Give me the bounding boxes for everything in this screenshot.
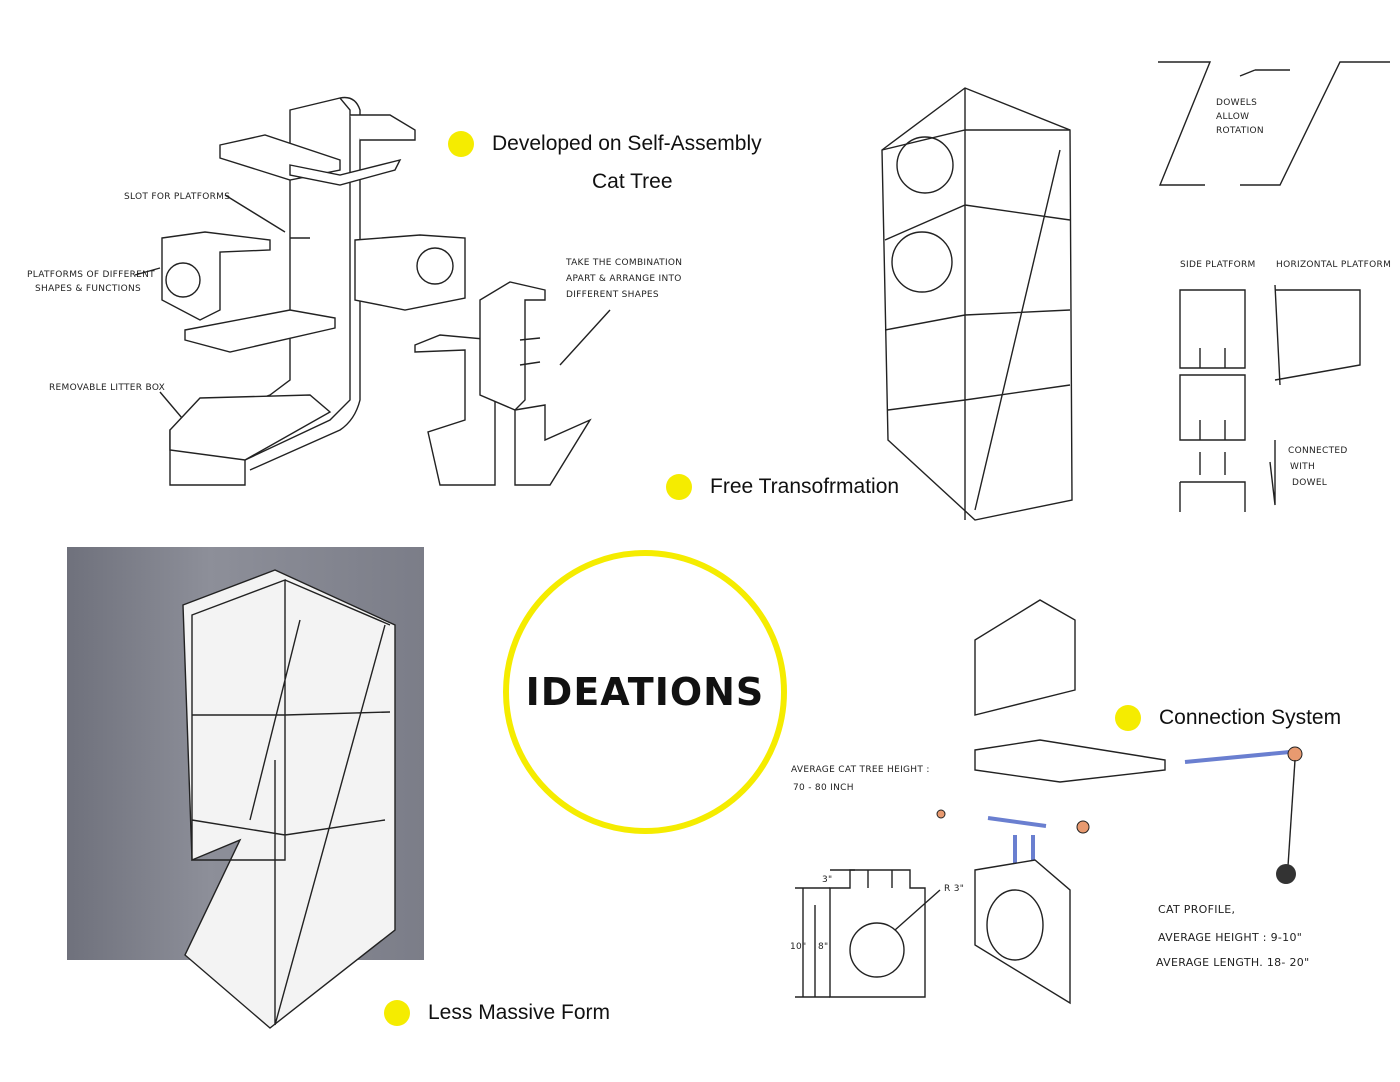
note-platforms-1: Platforms of different xyxy=(27,270,155,280)
dim-10: 10" xyxy=(790,942,807,952)
note-avg-tree-2: 70 - 80 inch xyxy=(793,783,854,793)
note-platforms-2: shapes & functions xyxy=(35,284,142,294)
label-free-transformation: Free Transofrmation xyxy=(666,474,899,500)
dim-3: 3" xyxy=(822,875,833,885)
label-text: Free Transofrmation xyxy=(710,475,900,498)
note-dowels-1: Dowels xyxy=(1216,98,1258,108)
tower-sketch xyxy=(881,61,1390,521)
note-avg-length: Average length. 18- 20" xyxy=(1156,956,1310,969)
note-connected-1: Connected xyxy=(1288,446,1348,456)
label-self-assembly: Developed on Self-Assembly xyxy=(448,131,762,157)
ideations-title: IDEATIONS xyxy=(525,670,765,714)
dim-8: 8" xyxy=(818,942,829,952)
ideations-badge: IDEATIONS xyxy=(503,550,787,834)
note-combo-3: different shapes xyxy=(566,290,659,300)
bullet-dot xyxy=(384,1000,410,1026)
note-horizontal-platform: Horizontal platform xyxy=(1276,260,1392,270)
bullet-dot xyxy=(448,131,474,157)
note-side-platform: Side platform xyxy=(1180,260,1256,270)
label-connection-system: Connection System xyxy=(1115,705,1341,731)
dim-r3: R 3" xyxy=(944,884,965,894)
bullet-dot xyxy=(1115,705,1141,731)
cat-tree-sketch xyxy=(134,96,611,486)
note-combo-2: apart & arrange into xyxy=(566,274,682,284)
note-slot: Slot for platforms xyxy=(124,192,231,202)
note-avg-tree-1: Average cat tree height : xyxy=(791,765,930,775)
label-text: Developed on Self-Assembly xyxy=(492,132,762,155)
note-dowels-2: allow xyxy=(1216,112,1250,122)
note-litter: Removable litter box xyxy=(49,383,166,393)
label-cat-tree: Cat Tree xyxy=(592,170,673,193)
note-avg-height: Average height : 9-10" xyxy=(1158,931,1303,944)
label-text: Less Massive Form xyxy=(428,1001,611,1024)
note-dowels-3: rotation xyxy=(1216,126,1264,136)
note-connected-3: dowel xyxy=(1292,478,1328,488)
bullet-dot xyxy=(666,474,692,500)
label-less-massive-form: Less Massive Form xyxy=(384,1000,610,1026)
label-text: Connection System xyxy=(1159,706,1342,729)
note-connected-2: with xyxy=(1290,462,1316,472)
less-massive-sketch xyxy=(182,569,396,1029)
note-cat-profile: Cat profile, xyxy=(1158,903,1236,916)
note-combo-1: Take the combination xyxy=(566,258,683,268)
